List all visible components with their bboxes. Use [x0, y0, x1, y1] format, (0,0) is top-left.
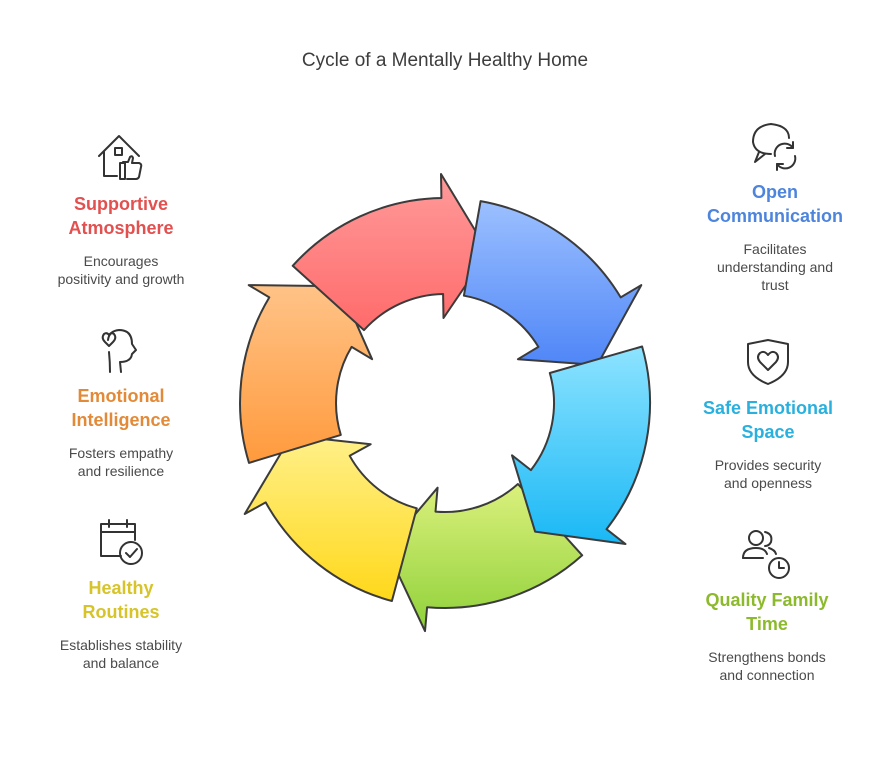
item-heading: Healthy Routines	[82, 578, 160, 622]
item-description: Facilitates understanding and trust	[717, 241, 833, 293]
cycle-segment-blue	[462, 200, 643, 366]
item-safe-emotional-space: Safe Emotional Space Provides security a…	[668, 336, 868, 492]
house-thumbs-up-icon	[98, 135, 143, 180]
item-description: Establishes stability and balance	[59, 637, 183, 671]
cycle-segment-red	[291, 173, 490, 332]
item-quality-family-time: Quality Family Time Strengthens bonds an…	[667, 528, 867, 684]
chat-refresh-icon	[752, 123, 797, 171]
people-clock-icon	[742, 530, 790, 579]
item-description: Strengthens bonds and connection	[708, 649, 826, 683]
cycle-segment-cyan	[511, 345, 652, 545]
calendar-check-icon	[100, 519, 143, 565]
head-heart-icon	[101, 329, 137, 373]
cycle-segment-yellow	[243, 434, 418, 602]
item-description: Provides security and openness	[714, 457, 822, 491]
item-heading: Quality Family Time	[705, 590, 829, 634]
item-description: Encourages positivity and growth	[57, 253, 185, 287]
item-supportive-atmosphere: Supportive Atmosphere Encourages positiv…	[21, 132, 221, 288]
item-heading: Emotional Intelligence	[71, 386, 171, 430]
item-description: Fosters empathy and resilience	[68, 445, 174, 479]
item-open-communication: Open Communication Facilitates understan…	[675, 120, 875, 294]
item-heading: Supportive Atmosphere	[68, 194, 174, 238]
cycle-segment-orange	[239, 284, 374, 464]
item-emotional-intelligence: Emotional Intelligence Fosters empathy a…	[21, 324, 221, 480]
page-title: Cycle of a Mentally Healthy Home	[301, 50, 589, 71]
item-heading: Open Communication	[706, 182, 843, 226]
item-heading: Safe Emotional Space	[702, 398, 834, 442]
shield-heart-icon	[747, 339, 789, 385]
item-healthy-routines: Healthy Routines Establishes stability a…	[21, 516, 221, 672]
